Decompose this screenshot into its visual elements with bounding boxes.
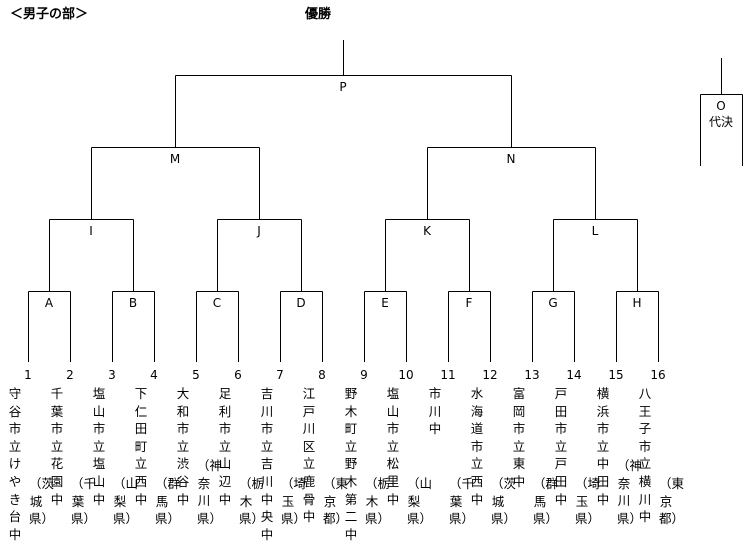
team-name: 江戸川区立鹿骨中 [302,386,316,525]
team-name: 戸田市立戸田中 [554,386,568,507]
team-name: 大和市立渋谷中 [176,386,190,507]
seed-number: 5 [192,368,200,382]
team-prefecture: （茨城県） [491,476,517,527]
team-prefecture: （千葉県） [449,476,475,527]
team-prefecture: （栃木県） [365,476,391,527]
team-name: 足利市立山辺中 [218,386,232,507]
seed-number: 4 [150,368,158,382]
team-prefecture: （群馬県） [155,476,181,527]
match-label-i: I [89,224,93,238]
seed-number: 13 [524,368,540,382]
seed-number: 8 [318,368,326,382]
team-name: 千葉市立花園中 [50,386,64,507]
team-name: 下仁田町立西中 [134,386,148,507]
match-label-e: E [381,296,389,310]
match-label-a: A [44,296,54,310]
match-label-p: P [339,80,347,94]
seed-number: 15 [608,368,624,382]
team-prefecture: （山梨県） [407,476,433,527]
seed-number: 6 [234,368,242,382]
team-name: 水海道市立西中 [470,386,484,507]
match-label-d: D [296,296,306,310]
team-name: 吉川市立吉川中央中 [260,386,274,542]
team-prefecture: （埼玉県） [575,476,601,527]
champion-title: 優勝 [305,7,332,22]
team-prefecture: （東京都） [323,476,349,527]
representative-label: 代決 [708,115,733,129]
seed-number: 12 [482,368,498,382]
match-label-c: C [212,296,222,310]
seed-number: 9 [360,368,368,382]
team-prefecture: （東京都） [659,476,685,527]
team-name: 市川中 [428,386,442,437]
team-prefecture: （千葉県） [71,476,97,527]
seed-number: 10 [398,368,414,382]
match-label-n: N [506,152,516,166]
team-name: 塩山市立塩山中 [92,386,106,507]
match-label-l: L [591,224,599,238]
team-name: 塩山市立松里中 [386,386,400,507]
seed-number: 7 [276,368,284,382]
team-name: 守谷市立けやき台中 [8,386,22,542]
section-title: ＜男子の部＞ [10,7,89,22]
match-label-b: B [128,296,138,310]
match-label-o: O [716,99,726,113]
match-label-j: J [257,224,261,238]
seed-number: 16 [650,368,666,382]
seed-number: 11 [440,368,456,382]
team-name: 横浜市立中田中 [596,386,610,507]
team-prefecture: （山梨県） [113,476,139,527]
team-prefecture: （群馬県） [533,476,559,527]
match-label-m: M [169,152,181,166]
seed-number: 1 [24,368,32,382]
match-label-k: K [423,224,431,238]
team-name: 富岡市立東中 [512,386,526,489]
match-label-h: H [632,296,642,310]
team-prefecture: （神奈川県） [197,458,223,526]
team-name: 野木町立野木第二中 [344,386,358,542]
team-prefecture: （栃木県） [239,476,265,527]
team-prefecture: （神奈川県） [617,458,643,526]
seed-number: 2 [66,368,74,382]
seed-number: 3 [108,368,116,382]
team-prefecture: （茨城県） [29,476,55,527]
seed-number: 14 [566,368,582,382]
match-label-g: G [548,296,558,310]
match-label-f: F [465,296,473,310]
team-name: 八王子市立横川中 [638,386,652,525]
team-prefecture: （埼玉県） [281,476,307,527]
